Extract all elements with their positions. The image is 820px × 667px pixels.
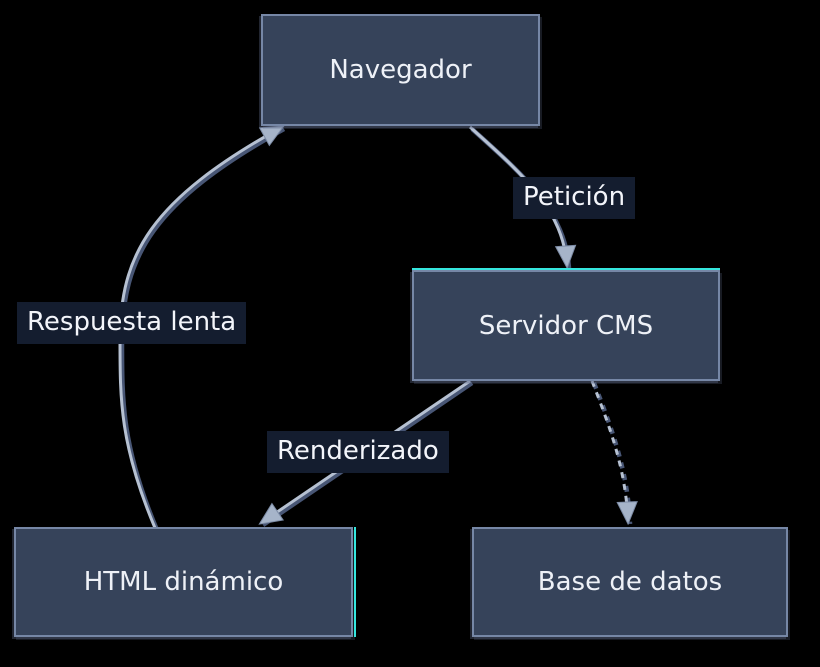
node-servidor-cms: Servidor CMS	[412, 268, 720, 381]
node-html-dinamico-label: HTML dinámico	[83, 567, 284, 597]
node-html-dinamico: HTML dinámico	[14, 527, 356, 637]
edge-label-renderizado: Renderizado	[267, 431, 449, 473]
node-navegador-label: Navegador	[329, 55, 472, 85]
edge-servidor-base-datos	[590, 380, 630, 524]
node-base-de-datos: Base de datos	[472, 527, 788, 637]
edge-label-respuesta-lenta: Respuesta lenta	[17, 302, 247, 344]
node-servidor-cms-label: Servidor CMS	[478, 310, 654, 341]
node-base-de-datos-label: Base de datos	[537, 567, 723, 597]
edge-label-peticion: Petición	[513, 177, 636, 219]
node-navegador: Navegador	[261, 14, 540, 126]
